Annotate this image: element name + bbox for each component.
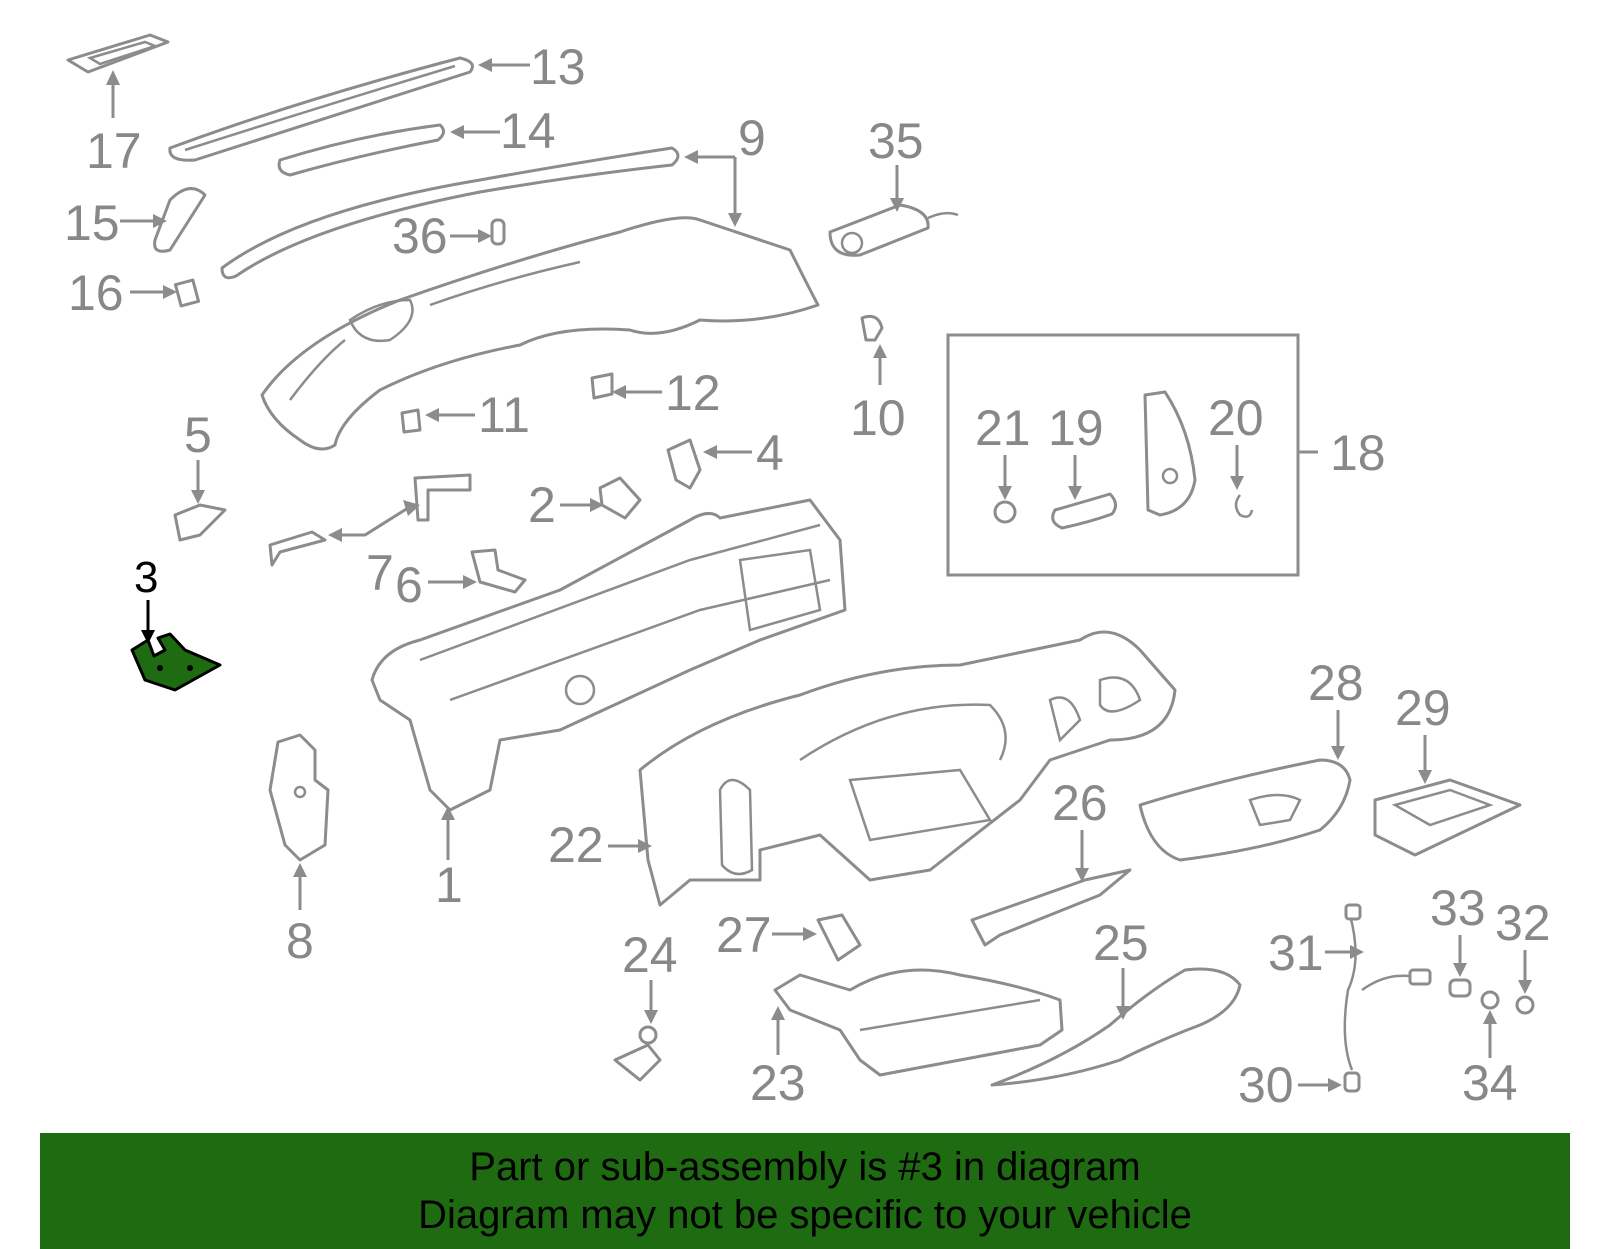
callout-36: 36	[392, 208, 448, 264]
part-19-shape	[1051, 492, 1117, 530]
callout-25: 25	[1093, 915, 1149, 971]
part-1-shape	[370, 498, 847, 812]
callout-18: 18	[1330, 425, 1386, 481]
callout-11: 11	[478, 387, 530, 443]
callout-13: 13	[530, 39, 586, 95]
part-7-shape	[268, 473, 472, 567]
part-21-shape	[993, 500, 1017, 524]
callout-8: 8	[286, 913, 314, 969]
callout-5: 5	[184, 407, 212, 463]
part-17-shape	[66, 33, 170, 74]
callout-19: 19	[1048, 400, 1104, 456]
callout-arrows	[106, 58, 1532, 1092]
banner-line-1: Part or sub-assembly is #3 in diagram	[469, 1145, 1141, 1189]
part-26-shape	[970, 868, 1132, 947]
callout-28: 28	[1308, 655, 1364, 711]
callout-26: 26	[1052, 775, 1108, 831]
callout-22: 22	[548, 817, 604, 873]
part-29-shape	[1373, 778, 1522, 857]
callout-labels: 17 13 14 9 35 15 36 16 12 10 11 5 4 2 7 …	[64, 39, 1551, 1113]
callout-15: 15	[64, 195, 120, 251]
callout-10: 10	[850, 390, 906, 446]
part-4-shape	[666, 438, 702, 490]
callout-35: 35	[868, 113, 924, 169]
part-27-shape	[816, 913, 862, 962]
callout-31: 31	[1268, 925, 1324, 981]
banner-line-2: Diagram may not be specific to your vehi…	[418, 1193, 1192, 1237]
part-5-shape	[173, 503, 227, 542]
part-31-shape	[1343, 903, 1432, 1071]
part-18-inset-box	[946, 333, 1318, 577]
callout-30: 30	[1238, 1057, 1294, 1113]
info-banner: Part or sub-assembly is #3 in diagram Di…	[40, 1133, 1570, 1249]
part-12-shape	[590, 372, 614, 400]
part-34-shape	[1480, 990, 1500, 1010]
part-15-shape	[153, 187, 207, 253]
part-14-shape	[277, 123, 445, 177]
callout-33: 33	[1430, 880, 1486, 936]
part-28-shape	[1138, 758, 1352, 862]
part-2-shape	[598, 476, 642, 520]
part-32-shape	[1515, 995, 1535, 1015]
part-11-shape	[400, 408, 422, 434]
callout-34: 34	[1462, 1055, 1518, 1111]
part-23-shape	[773, 968, 1064, 1077]
callout-24: 24	[622, 927, 678, 983]
part-8-shape	[268, 733, 330, 862]
callout-20: 20	[1208, 390, 1264, 446]
part-33-shape	[1448, 978, 1472, 998]
callout-12: 12	[665, 365, 721, 421]
callout-14: 14	[500, 103, 556, 159]
callout-4: 4	[756, 425, 784, 481]
part-10-shape	[860, 314, 884, 342]
part-16-shape	[173, 278, 201, 308]
callout-7: 7	[366, 545, 394, 601]
callout-21: 21	[975, 400, 1031, 456]
part-3-shape-highlighted	[130, 632, 222, 692]
callout-32: 32	[1495, 895, 1551, 951]
callout-16: 16	[68, 265, 124, 321]
part-22-shape	[638, 630, 1177, 907]
part-24-shape	[613, 1025, 662, 1082]
part-9-shape	[220, 146, 680, 280]
part-30-shape	[1343, 1071, 1361, 1093]
callout-6: 6	[395, 557, 423, 613]
callout-17: 17	[86, 123, 142, 179]
callout-2: 2	[528, 477, 556, 533]
part-36-shape	[490, 218, 506, 246]
callout-27: 27	[716, 907, 772, 963]
part-19b-shape	[1143, 390, 1197, 517]
callout-9: 9	[738, 110, 766, 166]
instrument-panel-upper	[260, 216, 820, 451]
callout-29: 29	[1395, 680, 1451, 736]
callout-23: 23	[750, 1055, 806, 1111]
part-6-shape	[470, 548, 527, 594]
part-35-shape	[828, 203, 959, 257]
part-25-shape	[990, 967, 1242, 1087]
part-13-shape	[168, 56, 474, 162]
callout-1: 1	[435, 857, 463, 913]
callout-3-highlighted: 3	[134, 553, 158, 602]
